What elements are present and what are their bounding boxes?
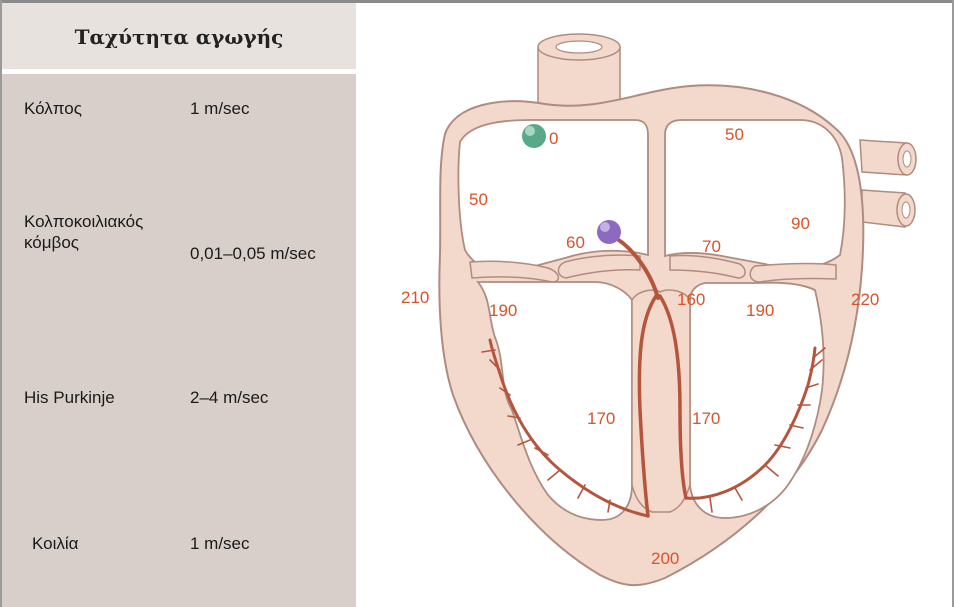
time-label-sa-node: 0: [549, 129, 558, 148]
time-label-apex: 200: [651, 549, 679, 568]
time-label-lv-inner: 190: [746, 301, 774, 320]
time-label-right-atrium: 50: [469, 190, 488, 209]
conduction-velocity-table: Ταχύτητα αγωγής Κόλπος 1 m/sec Κολποκοιλ…: [2, 3, 356, 607]
row-value-his-purkinje: 2–4 m/sec: [190, 387, 268, 408]
heart-conduction-diagram: 0 50 50 90 60 70 210 190 160 190 220 170…: [356, 3, 952, 607]
row-value-ventricle: 1 m/sec: [190, 533, 250, 554]
time-label-septum-right: 170: [587, 409, 615, 428]
time-label-his: 70: [702, 237, 721, 256]
time-label-rv-septum: 190: [489, 301, 517, 320]
aorta: [538, 34, 620, 112]
row-label-atrium: Κόλπος: [24, 98, 82, 119]
time-label-lv-septum: 160: [677, 290, 705, 309]
row-value-av-node: 0,01–0,05 m/sec: [190, 243, 316, 264]
time-label-septum-left: 170: [692, 409, 720, 428]
time-label-av-node: 60: [566, 233, 585, 252]
time-label-lv-wall: 220: [851, 290, 879, 309]
time-label-left-atrium-lateral: 90: [791, 214, 810, 233]
sa-node: [522, 124, 546, 148]
table-title: Ταχύτητα αγωγής: [2, 25, 356, 49]
left-atrium-chamber: [665, 120, 845, 269]
row-label-av-node-line2: κόμβος: [24, 232, 79, 253]
header-separator: [2, 69, 356, 74]
row-label-ventricle: Κοιλία: [32, 533, 78, 554]
av-node: [597, 220, 621, 244]
time-label-left-atrium: 50: [725, 125, 744, 144]
row-value-atrium: 1 m/sec: [190, 98, 250, 119]
table-header: Ταχύτητα αγωγής: [2, 3, 356, 69]
row-label-his-purkinje: His Purkinje: [24, 387, 115, 408]
pulmonary-veins: [860, 140, 916, 227]
time-label-rv-wall: 210: [401, 288, 429, 307]
row-label-av-node-line1: Κολποκοιλιακός: [24, 211, 143, 232]
